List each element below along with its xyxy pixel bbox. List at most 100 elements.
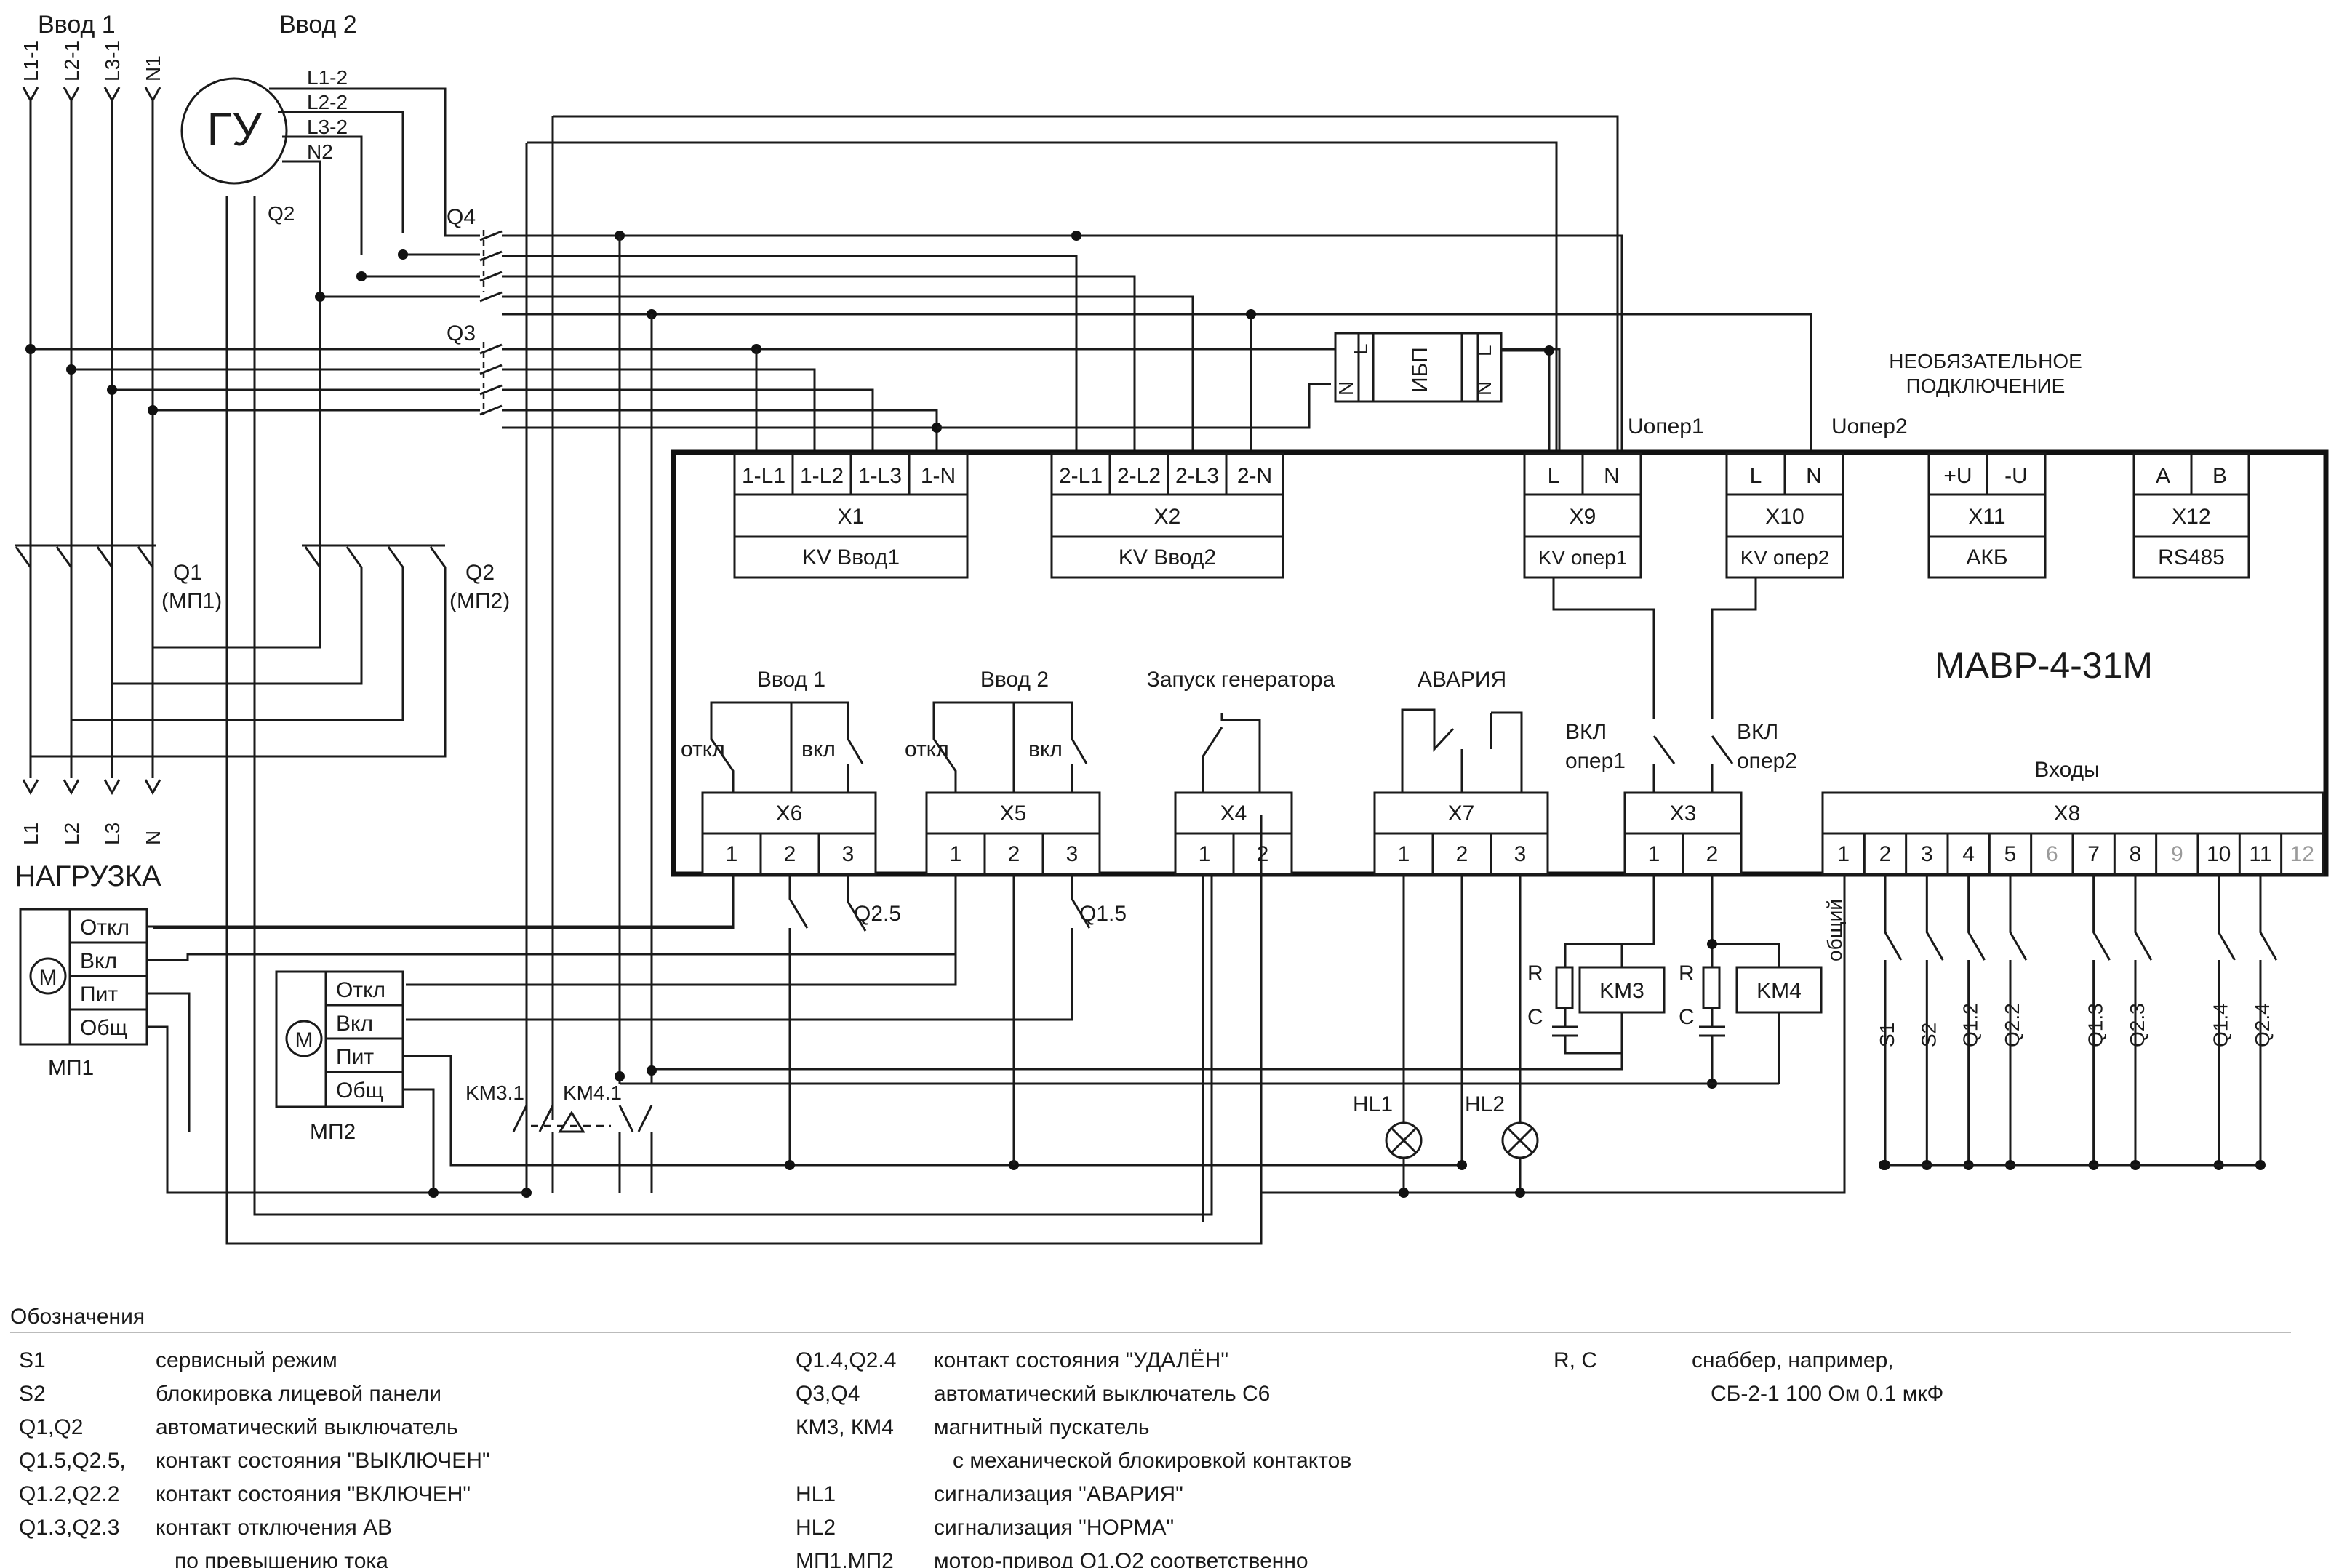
svg-text:Q1: Q1 <box>173 561 202 585</box>
legend-text: снаббер, например, <box>1692 1348 1894 1372</box>
svg-text:2: 2 <box>1706 842 1719 866</box>
phase-label: N1 <box>142 55 164 81</box>
input-switch-label: Q1.2 <box>1959 1003 1982 1047</box>
svg-text:2-N: 2-N <box>1237 464 1272 488</box>
svg-text:N: N <box>142 831 164 845</box>
svg-text:Q4: Q4 <box>447 205 476 229</box>
breaker-q4: Q4 <box>447 205 503 303</box>
connector-x3: X3 1 2 <box>1623 791 1743 876</box>
legend-text: автоматический выключатель С6 <box>934 1382 1270 1406</box>
legend-text: сигнализация "АВАРИЯ" <box>934 1482 1183 1506</box>
svg-text:KV Ввод2: KV Ввод2 <box>1119 545 1216 569</box>
svg-text:Вкл: Вкл <box>80 949 117 973</box>
svg-text:L3: L3 <box>101 823 124 845</box>
x8-pin: 10 <box>2207 842 2231 866</box>
svg-text:МП1: МП1 <box>48 1056 94 1080</box>
svg-text:Пит: Пит <box>336 1045 374 1069</box>
km-contacts: KM3.1 KM4.1 <box>465 1065 657 1198</box>
svg-text:АВАРИЯ: АВАРИЯ <box>1418 668 1506 692</box>
x8-pin: 4 <box>1962 842 1975 866</box>
svg-text:Q2.5: Q2.5 <box>854 902 901 926</box>
legend-text: контакт отключения АВ <box>156 1516 392 1540</box>
svg-text:1-L3: 1-L3 <box>858 464 902 488</box>
legend-code: HL2 <box>796 1516 836 1540</box>
legend-code: Q1.5,Q2.5, <box>19 1449 126 1473</box>
svg-text:L3-2: L3-2 <box>307 116 348 138</box>
svg-text:C: C <box>1527 1005 1543 1029</box>
legend-code: МП1,МП2 <box>796 1549 894 1568</box>
lamps: HL1 HL2 <box>1353 874 1539 1193</box>
connector-x12: A B X12 RS485 <box>2132 452 2250 579</box>
legend-title: Обозначения <box>10 1305 145 1329</box>
svg-text:KM4: KM4 <box>1756 979 1802 1003</box>
svg-text:X3: X3 <box>1670 801 1697 825</box>
uoper2-label: Uопер2 <box>1831 415 1908 439</box>
svg-text:Общ: Общ <box>336 1079 383 1103</box>
x8-pin: 1 <box>1837 842 1850 866</box>
svg-text:2: 2 <box>1456 842 1468 866</box>
svg-text:B: B <box>2212 464 2227 488</box>
x8-pin: 2 <box>1879 842 1892 866</box>
svg-text:N: N <box>1473 381 1495 396</box>
svg-text:МП2: МП2 <box>310 1120 356 1144</box>
optional-note-2: ПОДКЛЮЧЕНИЕ <box>1906 375 2066 397</box>
svg-text:вкл: вкл <box>1028 737 1063 761</box>
svg-text:L: L <box>1473 345 1495 356</box>
legend-text: мотор-привод Q1,Q2 соответственно <box>934 1549 1308 1568</box>
svg-text:R: R <box>1679 961 1695 985</box>
svg-text:Общ: Общ <box>80 1016 127 1040</box>
svg-text:АКБ: АКБ <box>1966 545 2007 569</box>
svg-text:Q3: Q3 <box>447 321 476 345</box>
legend-code: Q1.3,Q2.3 <box>19 1516 119 1540</box>
legend-code: HL1 <box>796 1482 836 1506</box>
svg-text:N: N <box>1604 464 1620 488</box>
svg-text:N: N <box>1806 464 1822 488</box>
svg-text:Ввод 2: Ввод 2 <box>980 668 1049 692</box>
svg-text:2: 2 <box>784 842 796 866</box>
connector-x4: X4 1 2 <box>1174 791 1293 876</box>
motor-drive-mp2: M Откл Вкл Пит Общ МП2 <box>275 970 404 1144</box>
legend-text: блокировка лицевой панели <box>156 1382 441 1406</box>
x8-pin: 3 <box>1921 842 1933 866</box>
svg-text:KV опер2: KV опер2 <box>1740 546 1830 569</box>
svg-text:Пит: Пит <box>80 983 118 1007</box>
km4-coil: KM4 R C <box>1679 874 1823 1089</box>
svg-text:X8: X8 <box>2054 801 2081 825</box>
svg-text:HL1: HL1 <box>1353 1092 1393 1116</box>
svg-text:RS485: RS485 <box>2158 545 2225 569</box>
breaker-q2: Q2 (МП2) <box>302 544 510 613</box>
legend-code: Q1,Q2 <box>19 1415 83 1439</box>
svg-text:X5: X5 <box>1000 801 1027 825</box>
breaker-q3: Q3 <box>447 321 503 416</box>
svg-text:2-L2: 2-L2 <box>1117 464 1161 488</box>
svg-text:Вкл: Вкл <box>336 1012 373 1036</box>
svg-text:KM3.1: KM3.1 <box>465 1081 524 1104</box>
x8-pin: 11 <box>2249 842 2271 866</box>
input2-label: Ввод 2 <box>279 11 357 39</box>
svg-text:X9: X9 <box>1570 505 1596 529</box>
legend-text: сигнализация "НОРМА" <box>934 1516 1174 1540</box>
legend-text: с механической блокировкой контактов <box>953 1449 1351 1473</box>
svg-text:Откл: Откл <box>336 978 385 1002</box>
input1-label: Ввод 1 <box>38 11 116 39</box>
svg-text:2: 2 <box>1008 842 1020 866</box>
svg-text:(МП2): (МП2) <box>449 589 510 613</box>
legend-text: контакт состояния "ВКЛЮЧЕН" <box>156 1482 471 1506</box>
legend-text: контакт состояния "УДАЛЁН" <box>934 1348 1228 1372</box>
input-switch-label: S1 <box>1876 1023 1898 1047</box>
svg-text:2-L1: 2-L1 <box>1059 464 1103 488</box>
input-switch-label: Q2.3 <box>2126 1003 2148 1047</box>
load-terminals: L1 L2 L3 N НАГРУЗКА <box>15 779 164 892</box>
x8-pin: 8 <box>2130 842 2142 866</box>
svg-text:ИБП: ИБП <box>1408 347 1432 393</box>
svg-text:L1: L1 <box>20 823 42 845</box>
svg-text:Ввод 1: Ввод 1 <box>757 668 825 692</box>
svg-text:ГУ: ГУ <box>207 103 262 156</box>
optional-note-1: НЕОБЯЗАТЕЛЬНОЕ <box>1889 350 2082 372</box>
svg-text:KM4.1: KM4.1 <box>563 1081 622 1104</box>
input-switch-label: Q1.4 <box>2210 1003 2232 1047</box>
svg-text:X2: X2 <box>1154 505 1181 529</box>
common-label: общий <box>1823 899 1846 961</box>
legend-text: СБ-2-1 100 Ом 0.1 мкФ <box>1711 1382 1943 1406</box>
